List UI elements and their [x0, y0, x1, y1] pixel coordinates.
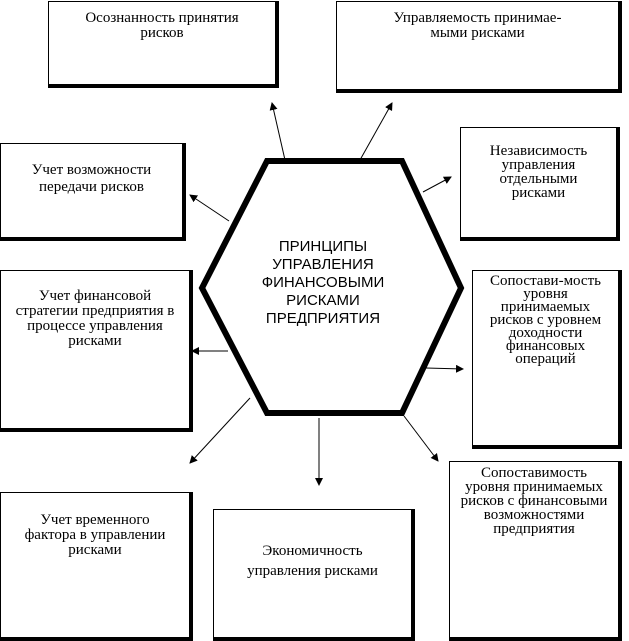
center-title-line: ПРИНЦИПЫ — [278, 238, 368, 255]
arrow-to-awareness — [269, 102, 286, 161]
principle-label: Управляемость принимае-мыми рисками — [393, 10, 562, 41]
center-hexagon — [198, 158, 465, 416]
principle-manageability: Управляемость принимае-мыми рисками — [336, 1, 622, 93]
principle-strategy: Учет финансовой стратегии предприятия в … — [0, 270, 193, 432]
principle-label: Учет временного фактора в управлении рис… — [24, 512, 166, 558]
arrow-to-independence — [422, 176, 452, 193]
principle-label: Осознанность принятия рисков — [85, 10, 239, 41]
center-title-line: УПРАВЛЕНИЯ — [272, 256, 374, 273]
principle-label: Учет финансовой стратегии предприятия в … — [15, 288, 175, 349]
principle-awareness: Осознанность принятия рисков — [48, 1, 279, 88]
arrow-to-comparability-profit — [425, 364, 464, 373]
arrow-to-transfer — [189, 194, 230, 222]
principle-transfer: Учет возможности передачи рисков — [0, 143, 186, 241]
principle-label: Сопоставимость уровня принимаемых рисков… — [460, 465, 608, 537]
center-title-line: ФИНАНСОВЫМИ — [261, 274, 385, 291]
arrow-to-manageability — [359, 102, 393, 161]
principle-label: Сопостави-мость уровня принимаемых риско… — [489, 273, 602, 367]
center-title-line: РИСКАМИ — [286, 292, 360, 309]
principle-label: Независимость управления отдельными риск… — [489, 143, 588, 201]
arrow-to-time-factor — [189, 397, 251, 464]
principle-label: Учет возможности передачи рисков — [31, 162, 152, 195]
principle-time-factor: Учет временного фактора в управлении рис… — [0, 492, 193, 641]
principle-comparability-profit: Сопостави-мость уровня принимаемых риско… — [472, 270, 622, 449]
principle-comparability-capacity: Сопоставимость уровня принимаемых рисков… — [449, 461, 622, 641]
arrow-to-comparability-capacity — [403, 415, 439, 462]
center-title-line: ПРЕДПРИЯТИЯ — [265, 310, 381, 327]
center-title: ПРИНЦИПЫ УПРАВЛЕНИЯ ФИНАНСОВЫМИ РИСКАМИ … — [240, 238, 406, 328]
principle-label: Экономичность управления рисками — [247, 543, 378, 579]
principle-economy: Экономичность управления рисками — [213, 509, 415, 641]
principle-independence: Независимость управления отдельными риск… — [460, 127, 620, 241]
